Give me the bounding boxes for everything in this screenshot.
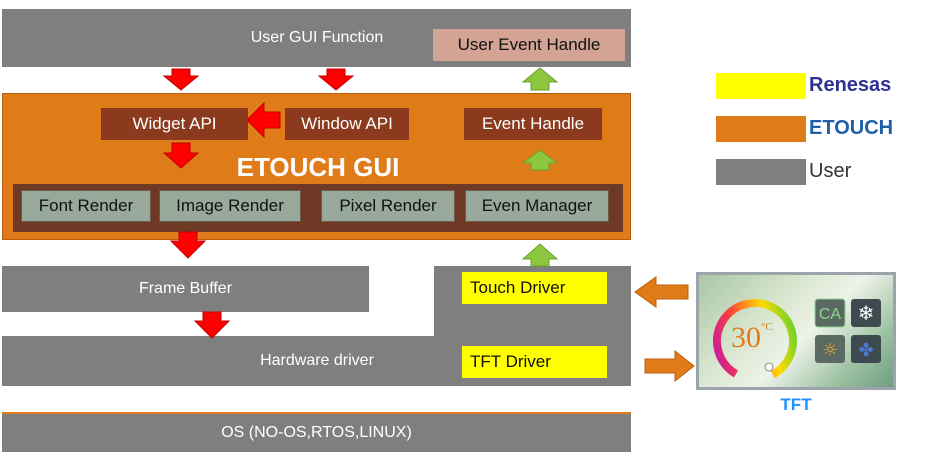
tft-label: TFT [780,395,812,414]
frame-buffer-label: Frame Buffer [138,280,233,297]
window-api-box: Window API [285,108,409,140]
tft-driver-box: TFT Driver [462,346,607,378]
dial-knob [764,362,774,372]
image-render-box: Image Render [159,190,301,222]
arrow-down-widget-to-etouch [162,142,200,169]
svg-text:☼: ☼ [822,340,838,361]
legend-label-etouch: ETOUCH [809,117,894,139]
font-render-box: Font Render [21,190,151,222]
arrow-down-gui-to-window [317,68,355,91]
render-row: Font Render Image Render Pixel Render Ev… [13,184,623,232]
os-label: OS (NO-OS,RTOS,LINUX) [221,424,412,441]
user-event-handle-box: User Event Handle [433,29,625,61]
even-manager-box: Even Manager [465,190,609,222]
arrow-right-tftdriver-to-tft [644,349,695,383]
temperature-unit: °C [761,321,773,333]
os-bar: OS (NO-OS,RTOS,LINUX) [2,412,631,452]
user-gui-function-label: User GUI Function [250,29,384,46]
legend-label-user: User [809,160,852,182]
temperature-value: 30 [731,321,761,354]
tft-panel: CA ❄ ☼ ✤ 30°C [696,272,896,390]
svg-text:CA: CA [819,306,842,323]
arrow-down-etouch-to-framebuffer [169,231,207,259]
legend-swatch-user [716,159,806,185]
temperature-dial [713,299,797,383]
touch-driver-box: Touch Driver [462,272,607,304]
legend-swatch-etouch [716,116,806,142]
event-handle-box: Event Handle [464,108,602,140]
svg-text:❄: ❄ [858,301,875,325]
arrow-down-framebuffer-to-hardware [193,311,231,339]
etouch-gui-block: Widget API Window API Event Handle ETOUC… [2,93,631,240]
arrow-left-window-to-widget [246,101,281,139]
widget-api-box: Widget API [101,108,248,140]
legend-swatch-renesas [716,73,806,99]
user-gui-function-bar: User GUI Function User Event Handle [2,9,631,67]
snowflake-icon [851,299,881,327]
sun-icon [815,335,845,363]
svg-text:✤: ✤ [858,340,873,361]
frame-buffer-bar: Frame Buffer [2,266,369,312]
etouch-gui-title: ETOUCH GUI [236,151,400,182]
pixel-render-box: Pixel Render [321,190,455,222]
legend-label-renesas: Renesas [809,74,892,96]
fan-icon [851,335,881,363]
arrow-up-manager-to-event [521,149,559,171]
tft-screen-graphic: CA ❄ ☼ ✤ [713,298,881,383]
temperature-readout: 30°C [731,321,773,355]
arrow-up-touch-to-manager [521,243,559,267]
mode-a-icon [814,298,846,328]
hardware-driver-label: Hardware driver [260,352,374,369]
arrow-down-gui-to-widget [162,68,200,91]
arrow-left-tft-to-touch [634,276,689,308]
arrow-up-event-to-user [521,67,559,91]
